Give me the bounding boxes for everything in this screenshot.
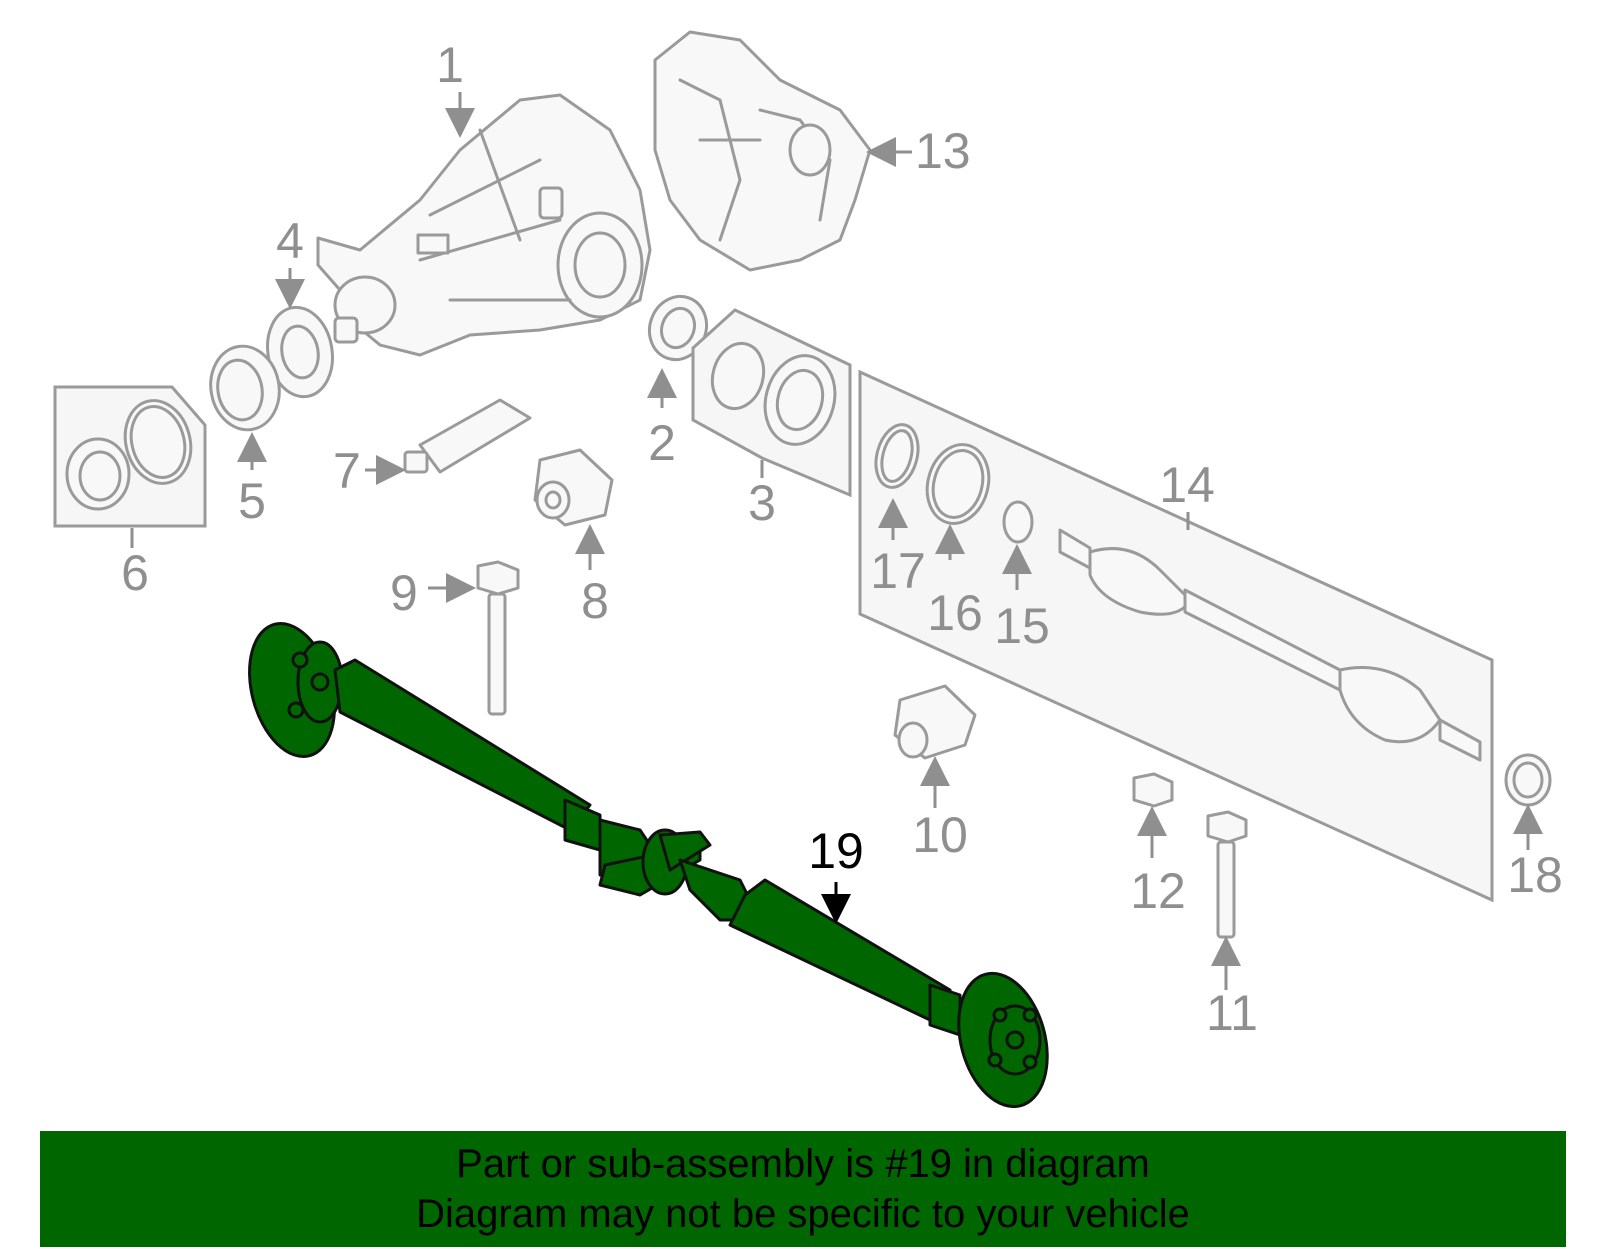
part-6-kit xyxy=(53,385,207,528)
part-19-drive-shaft xyxy=(248,622,1049,1109)
callout-17: 17 xyxy=(870,543,926,599)
part-5-bearing xyxy=(209,344,281,432)
callout-3: 3 xyxy=(748,475,776,531)
callout-8: 8 xyxy=(581,573,609,629)
part-10-bushing xyxy=(893,684,977,760)
callout-11: 11 xyxy=(1206,985,1258,1041)
callout-14: 14 xyxy=(1159,457,1215,513)
callout-2: 2 xyxy=(648,415,676,471)
part-18-cap xyxy=(1504,753,1552,807)
banner-line-1: Part or sub-assembly is #19 in diagram xyxy=(456,1142,1150,1186)
callout-9: 9 xyxy=(390,565,418,621)
part-14-axle-kit xyxy=(858,369,1494,903)
part-9-bolt xyxy=(476,560,520,716)
part-4-seal xyxy=(266,305,334,399)
callout-16: 16 xyxy=(927,585,983,641)
callout-18: 18 xyxy=(1507,847,1563,903)
banner-line-2: Diagram may not be specific to your vehi… xyxy=(416,1192,1190,1236)
info-banner: Part or sub-assembly is #19 in diagram D… xyxy=(40,1131,1566,1247)
callout-1: 1 xyxy=(436,37,464,93)
part-8-bushing xyxy=(533,448,614,527)
part-13-cover xyxy=(653,30,872,272)
callout-4: 4 xyxy=(276,213,304,269)
part-3-kit xyxy=(691,308,852,498)
callout-6: 6 xyxy=(121,545,149,601)
callout-13: 13 xyxy=(915,123,971,179)
part-7-tube xyxy=(403,398,532,474)
callout-10: 10 xyxy=(912,807,968,863)
callout-7: 7 xyxy=(333,443,361,499)
part-11-bolt xyxy=(1206,810,1248,939)
callout-19: 19 xyxy=(808,823,864,879)
callout-5: 5 xyxy=(238,473,266,529)
part-1-differential xyxy=(316,93,652,357)
callout-12: 12 xyxy=(1130,863,1186,919)
part-2-seal xyxy=(648,294,708,362)
callout-15: 15 xyxy=(994,598,1050,654)
parts-diagram: 1 13 4 5 6 7 8 xyxy=(53,30,1563,1109)
part-12-nut xyxy=(1132,772,1174,808)
